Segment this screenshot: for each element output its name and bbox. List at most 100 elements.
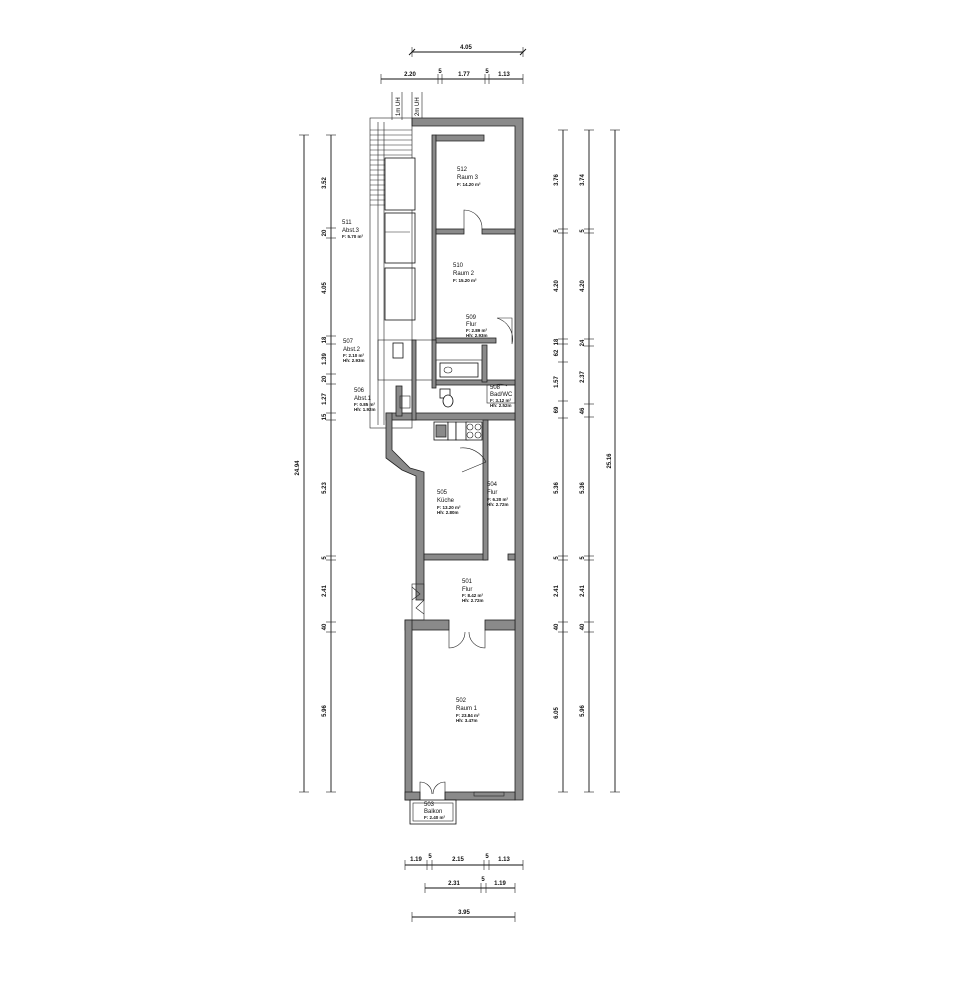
right-inner-12: 6.05 [554, 707, 560, 719]
left-seg-12: 40 [322, 623, 328, 630]
right-inner-1: 3.76 [554, 174, 560, 186]
right-inner-3: 4.20 [554, 280, 560, 292]
right-dimension-inner: 3.76 5 4.20 18 62 1.57 69 5.36 5 2.41 40… [554, 129, 568, 793]
right-mid-11: 5.96 [580, 705, 586, 717]
svg-text:508: 508 [490, 385, 501, 391]
room-503: 503 Balkon F: 2.40 m² [424, 802, 446, 820]
top-seg-5: 1.13 [498, 72, 510, 78]
bottom-dimension-row1: 1.19 5 2.15 5 1.13 [404, 854, 524, 870]
top-seg-1: 2.20 [404, 72, 416, 78]
svg-text:Abst.2: Abst.2 [343, 347, 361, 353]
room-508: 508 Bad/WC F: 3.12 m² Hh: 2.52m [490, 385, 513, 408]
left-seg-1: 3.52 [322, 177, 328, 189]
left-seg-10: 5 [322, 556, 328, 560]
svg-text:F: 15.20 m²: F: 15.20 m² [453, 278, 477, 283]
balcony [409, 799, 457, 825]
left-seg-11: 2.41 [322, 585, 328, 597]
svg-text:Raum 3: Raum 3 [457, 175, 479, 181]
svg-text:Hh: 2.72m: Hh: 2.72m [462, 598, 484, 603]
bottom-r1-4: 5 [485, 854, 489, 860]
room-507: 507 Abst.2 F: 2.10 m² Hh: 2.93m [343, 339, 365, 363]
room-506: 506 Abst.1 F: 0.85 m² Hh: 1.92m [354, 388, 376, 412]
top-dimension-segments: 2.20 5 1.77 5 1.13 [380, 69, 524, 84]
svg-text:Raum 1: Raum 1 [456, 706, 478, 712]
svg-text:Abst.1: Abst.1 [354, 396, 372, 402]
svg-text:512: 512 [457, 167, 468, 173]
right-mid-5: 2.37 [580, 371, 586, 383]
right-mid-3: 4.20 [580, 280, 586, 292]
right-inner-7: 69 [554, 406, 560, 413]
room-502: 502 Raum 1 F: 23.84 m² Hh: 3.47m [456, 698, 480, 723]
bottom-r1-3: 2.15 [452, 857, 464, 863]
right-inner-5: 62 [554, 349, 560, 356]
room-510: 510 Raum 2 F: 15.20 m² [453, 263, 477, 283]
bottom-r1-2: 5 [428, 854, 432, 860]
svg-text:Hh: 2.52m: Hh: 2.52m [490, 403, 512, 408]
svg-text:Hh: 1.92m: Hh: 1.92m [354, 407, 376, 412]
top-dimension-overall: 4.05 [408, 45, 527, 57]
svg-text:F: 13.20 m²: F: 13.20 m² [437, 505, 461, 510]
svg-text:Abst.3: Abst.3 [342, 228, 360, 234]
svg-text:Hh: 2.80m: Hh: 2.80m [437, 510, 459, 515]
room-501: 501 Flur F: 8.42 m² Hh: 2.72m [462, 579, 484, 603]
svg-text:Bad/WC: Bad/WC [490, 392, 513, 398]
left-dimension-segments: 3.52 20 4.05 18 1.39 20 1.27 15 5.23 5 2… [322, 134, 336, 793]
svg-text:506: 506 [354, 388, 365, 394]
service-area [377, 339, 516, 441]
bottom-r2-3: 1.19 [494, 881, 506, 887]
svg-text:Hh: 3.47m: Hh: 3.47m [456, 718, 478, 723]
stair-labels: 1m UH 2m UH [391, 92, 423, 120]
right-mid-2: 5 [580, 229, 586, 233]
bottom-dimension-row2: 2.31 5 1.19 [424, 877, 516, 893]
left-dimension-outer: 24.94 [295, 134, 309, 793]
right-inner-9: 5 [554, 556, 560, 560]
top-overall-label: 4.05 [460, 45, 472, 51]
room-505: 505 Küche F: 13.20 m² Hh: 2.80m [437, 490, 461, 515]
right-mid-9: 2.41 [580, 585, 586, 597]
svg-text:F: 23.84 m²: F: 23.84 m² [456, 713, 480, 718]
stair-label-2: 2m UH [415, 97, 421, 116]
svg-text:F: 2.10 m²: F: 2.10 m² [343, 353, 365, 358]
svg-text:Flur: Flur [462, 587, 472, 593]
svg-text:502: 502 [456, 698, 467, 704]
top-seg-2: 5 [438, 69, 442, 75]
right-dimension-middle: 3.74 5 4.20 24 2.37 46 5.36 5 2.41 40 5.… [580, 129, 594, 793]
stair-label-1: 1m UH [396, 97, 402, 116]
bottom-r2-2: 5 [481, 877, 485, 883]
room-511: 511 Abst.3 F: 5.70 m² [342, 220, 364, 239]
right-mid-1: 3.74 [580, 174, 586, 186]
svg-text:Hh: 2.93m: Hh: 2.93m [466, 333, 488, 338]
svg-text:Flur: Flur [466, 322, 476, 328]
svg-text:Küche: Küche [437, 498, 455, 504]
right-mid-6: 46 [580, 407, 586, 414]
right-inner-4: 18 [554, 338, 560, 345]
svg-text:F: 14.20 m²: F: 14.20 m² [457, 182, 481, 187]
bottom-r1-5: 1.13 [498, 857, 510, 863]
svg-text:510: 510 [453, 263, 464, 269]
right-mid-10: 40 [580, 623, 586, 630]
right-mid-8: 5 [580, 556, 586, 560]
svg-text:Hh: 2.72m: Hh: 2.72m [487, 502, 509, 507]
svg-text:F: 5.70 m²: F: 5.70 m² [342, 234, 364, 239]
left-seg-3: 4.05 [322, 282, 328, 294]
right-outer-label: 25.16 [607, 453, 613, 469]
left-seg-2: 20 [322, 229, 328, 236]
svg-text:F: 3.12 m²: F: 3.12 m² [490, 398, 512, 403]
svg-text:503: 503 [424, 802, 435, 808]
right-inner-6: 1.57 [554, 376, 560, 388]
svg-text:511: 511 [342, 220, 352, 226]
svg-text:F: 2.89 m²: F: 2.89 m² [466, 328, 488, 333]
svg-text:Hh: 2.93m: Hh: 2.93m [343, 358, 365, 363]
right-inner-8: 5.36 [554, 482, 560, 494]
bottom-r1-1: 1.19 [410, 857, 422, 863]
left-seg-7: 1.27 [322, 393, 328, 405]
stair-strip [370, 122, 416, 425]
right-mid-7: 5.36 [580, 482, 586, 494]
svg-text:F: 0.85 m²: F: 0.85 m² [354, 402, 376, 407]
right-inner-2: 5 [554, 229, 560, 233]
top-seg-3: 1.77 [458, 72, 470, 78]
right-inner-10: 2.41 [554, 585, 560, 597]
svg-text:509: 509 [466, 315, 477, 321]
right-inner-11: 40 [554, 623, 560, 630]
